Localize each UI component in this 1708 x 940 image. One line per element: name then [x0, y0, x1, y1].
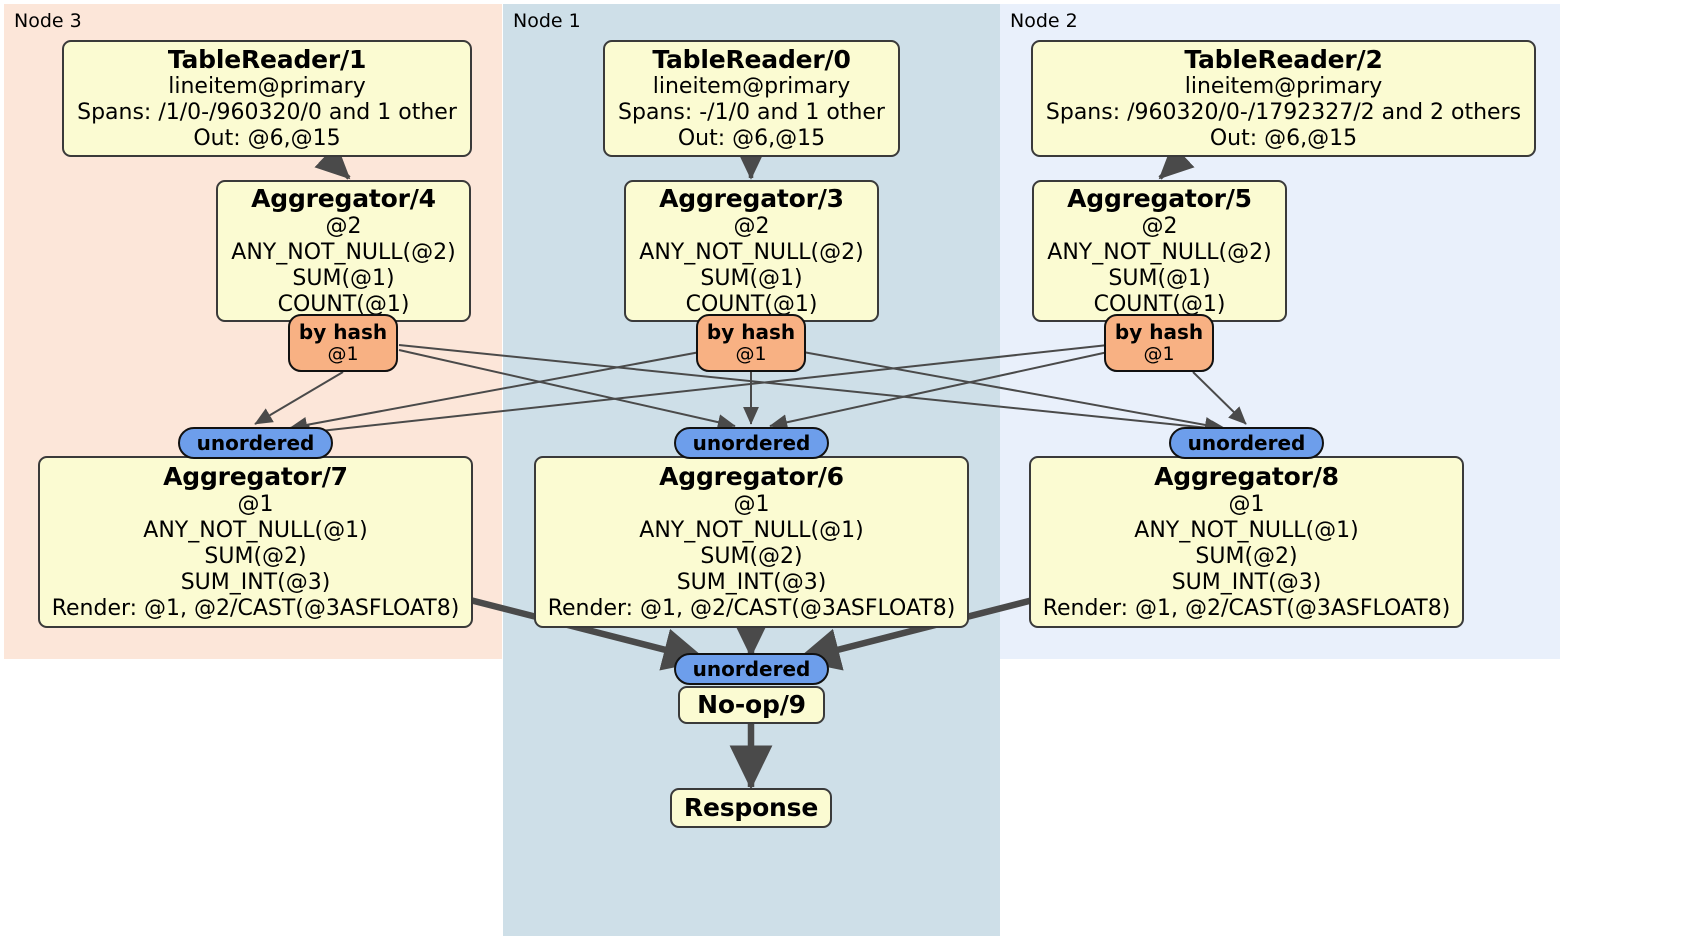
box-line: COUNT(@1) — [1093, 291, 1226, 317]
box-line: @1 — [237, 491, 274, 517]
badge-label: unordered — [692, 430, 811, 455]
badge-sublabel: @1 — [327, 342, 359, 365]
box-line: @2 — [1141, 213, 1178, 239]
process-box-aggregator-8[interactable]: Aggregator/8 @1 ANY_NOT_NULL(@1) SUM(@2)… — [1029, 456, 1464, 628]
router-badge-by-hash-center[interactable]: by hash @1 — [696, 314, 806, 372]
process-box-aggregator-7[interactable]: Aggregator/7 @1 ANY_NOT_NULL(@1) SUM(@2)… — [38, 456, 473, 628]
edge-hash-right-to-unordered-center — [769, 351, 1109, 431]
box-line: @2 — [325, 213, 362, 239]
box-line: SUM_INT(@3) — [1171, 569, 1322, 595]
edge-tablereader1-aggregator4 — [314, 143, 351, 180]
box-line: Spans: -/1/0 and 1 other — [618, 100, 885, 126]
process-box-tablereader-2[interactable]: TableReader/2 lineitem@primary Spans: /9… — [1031, 40, 1536, 157]
box-line: SUM(@1) — [700, 265, 803, 291]
box-title: TableReader/1 — [167, 44, 367, 74]
box-line: Render: @1, @2/CAST(@3ASFLOAT8) — [547, 595, 956, 621]
box-title: TableReader/2 — [1184, 44, 1383, 74]
box-line: Out: @6,@15 — [193, 126, 341, 152]
node-panel-label-node-1: Node 1 — [513, 10, 581, 32]
box-line: SUM(@1) — [292, 265, 395, 291]
edge-tablereader2-aggregator5 — [1158, 143, 1195, 180]
badge-sublabel: @1 — [1143, 342, 1175, 365]
router-badge-by-hash-left[interactable]: by hash @1 — [288, 314, 398, 372]
box-line: ANY_NOT_NULL(@2) — [639, 239, 864, 265]
edge-hash-center-to-unordered-right — [802, 351, 1223, 433]
process-box-tablereader-1[interactable]: TableReader/1 lineitem@primary Spans: /1… — [62, 40, 472, 157]
box-line: lineitem@primary — [652, 74, 851, 100]
sync-badge-unordered-right[interactable]: unordered — [1169, 427, 1324, 459]
box-line: ANY_NOT_NULL(@2) — [231, 239, 456, 265]
box-line: SUM_INT(@3) — [676, 569, 827, 595]
box-line: Out: @6,@15 — [677, 126, 826, 152]
process-box-aggregator-3[interactable]: Aggregator/3 @2 ANY_NOT_NULL(@2) SUM(@1)… — [624, 180, 879, 322]
router-badge-by-hash-right[interactable]: by hash @1 — [1104, 314, 1214, 372]
box-title: No-op/9 — [697, 690, 806, 720]
badge-label: unordered — [692, 656, 811, 681]
box-line: ANY_NOT_NULL(@1) — [143, 517, 368, 543]
box-line: Out: @6,@15 — [1209, 126, 1358, 152]
box-line: Render: @1, @2/CAST(@3ASFLOAT8) — [1042, 595, 1451, 621]
badge-label: unordered — [196, 430, 315, 455]
process-box-aggregator-4[interactable]: Aggregator/4 @2 ANY_NOT_NULL(@2) SUM(@1)… — [216, 180, 471, 322]
box-line: COUNT(@1) — [685, 291, 818, 317]
badge-label: by hash — [298, 319, 388, 344]
sync-badge-unordered-center[interactable]: unordered — [674, 427, 829, 459]
box-line: SUM(@2) — [204, 543, 307, 569]
edge-hash-left-to-unordered-right — [398, 344, 1229, 437]
edge-hash-left-to-unordered-center — [398, 349, 736, 431]
sync-badge-unordered-final[interactable]: unordered — [674, 653, 829, 685]
process-box-response[interactable]: Response — [670, 788, 832, 828]
box-line: @1 — [733, 491, 770, 517]
box-line: lineitem@primary — [168, 74, 366, 100]
edge-hash-left-to-unordered-left — [254, 371, 344, 425]
process-box-tablereader-0[interactable]: TableReader/0 lineitem@primary Spans: -/… — [603, 40, 900, 157]
box-line: lineitem@primary — [1184, 74, 1383, 100]
box-line: Render: @1, @2/CAST(@3ASFLOAT8) — [51, 595, 460, 621]
box-line: SUM(@1) — [1108, 265, 1211, 291]
box-title: Aggregator/4 — [251, 184, 436, 214]
box-line: COUNT(@1) — [277, 291, 410, 317]
node-panel-label-node-3: Node 3 — [14, 10, 82, 32]
box-line: Spans: /1/0-/960320/0 and 1 other — [77, 100, 457, 126]
badge-label: by hash — [1114, 319, 1204, 344]
box-line: SUM(@2) — [700, 543, 803, 569]
box-line: Spans: /960320/0-/1792327/2 and 2 others — [1045, 100, 1522, 126]
edge-hash-center-to-unordered-left — [289, 351, 701, 433]
badge-label: by hash — [706, 319, 796, 344]
box-line: ANY_NOT_NULL(@1) — [1134, 517, 1359, 543]
box-title: Aggregator/6 — [659, 462, 844, 492]
box-title: TableReader/0 — [652, 44, 851, 74]
box-line: ANY_NOT_NULL(@2) — [1047, 239, 1272, 265]
sync-badge-unordered-left[interactable]: unordered — [178, 427, 333, 459]
process-box-aggregator-6[interactable]: Aggregator/6 @1 ANY_NOT_NULL(@1) SUM(@2)… — [534, 456, 969, 628]
box-line: SUM(@2) — [1195, 543, 1298, 569]
box-title: Response — [683, 793, 819, 823]
box-title: Aggregator/8 — [1154, 462, 1339, 492]
edge-aggregator7-to-final-unordered — [469, 596, 708, 671]
box-line: @2 — [733, 213, 770, 239]
badge-label: unordered — [1187, 430, 1306, 455]
process-box-no-op-9[interactable]: No-op/9 — [678, 686, 825, 724]
edge-aggregator8-to-final-unordered — [795, 596, 1034, 671]
edge-hash-right-to-unordered-right — [1192, 371, 1247, 425]
edge-hash-right-to-unordered-left — [292, 344, 1109, 441]
box-line: @1 — [1228, 491, 1265, 517]
box-line: ANY_NOT_NULL(@1) — [639, 517, 864, 543]
box-title: Aggregator/3 — [659, 184, 844, 214]
node-panel-label-node-2: Node 2 — [1010, 10, 1078, 32]
box-title: Aggregator/7 — [163, 462, 348, 492]
badge-sublabel: @1 — [735, 342, 767, 365]
process-box-aggregator-5[interactable]: Aggregator/5 @2 ANY_NOT_NULL(@2) SUM(@1)… — [1032, 180, 1287, 322]
box-title: Aggregator/5 — [1067, 184, 1252, 214]
box-line: SUM_INT(@3) — [180, 569, 331, 595]
